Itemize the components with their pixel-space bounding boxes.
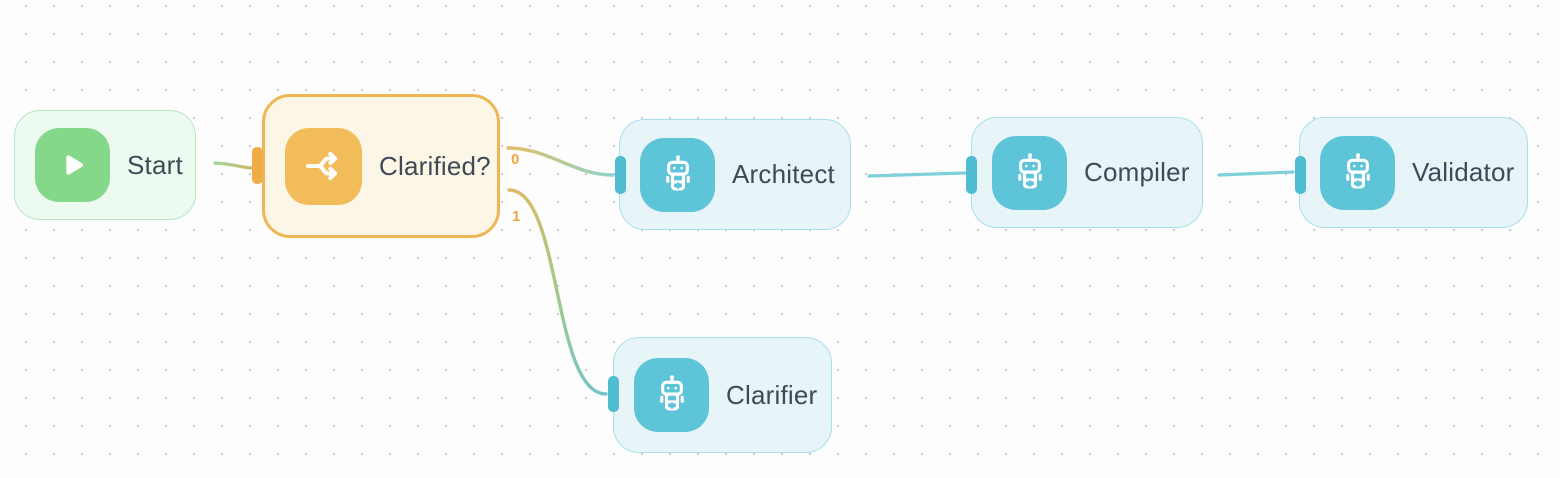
play-icon <box>35 128 110 202</box>
node-start-label: Start <box>127 149 183 180</box>
node-clarified[interactable]: Clarified? <box>262 94 500 238</box>
edge-start-to-clarified[interactable] <box>213 161 254 170</box>
node-clarified-label: Clarified? <box>379 150 491 181</box>
node-compiler-label: Compiler <box>1084 157 1190 187</box>
node-start[interactable]: Start <box>14 110 196 220</box>
handle-clarified-input[interactable] <box>252 147 263 184</box>
handle-validator-input[interactable] <box>1295 156 1306 194</box>
handle-compiler-input[interactable] <box>966 156 977 194</box>
robot-icon <box>992 135 1067 210</box>
clarified-output-label-1: 1 <box>512 208 521 225</box>
handle-clarifier-input[interactable] <box>608 376 619 412</box>
edge-clarified-0-to-architect[interactable] <box>506 146 615 177</box>
robot-icon <box>1320 135 1395 210</box>
clarified-output-label-0: 0 <box>511 151 520 168</box>
edge-compiler-to-validator[interactable] <box>1217 170 1295 177</box>
node-architect-label: Architect <box>732 159 835 189</box>
node-validator-label: Validator <box>1412 157 1515 187</box>
edge-clarified-1-to-clarifier[interactable] <box>507 188 608 396</box>
node-compiler[interactable]: Compiler <box>971 117 1203 228</box>
node-clarifier-label: Clarifier <box>726 379 818 410</box>
handle-architect-input[interactable] <box>615 156 626 194</box>
node-clarifier[interactable]: Clarifier <box>613 337 832 453</box>
robot-icon <box>640 137 715 212</box>
robot-icon <box>634 358 709 432</box>
edge-architect-to-compiler[interactable] <box>867 171 967 178</box>
node-validator[interactable]: Validator <box>1299 117 1528 228</box>
node-architect[interactable]: Architect <box>619 119 851 230</box>
split-icon <box>285 127 362 205</box>
